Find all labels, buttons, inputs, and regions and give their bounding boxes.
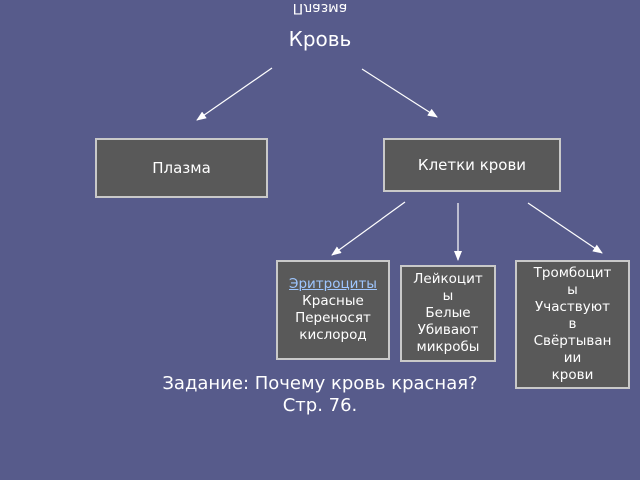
leukocytes-line: Белые	[425, 305, 471, 321]
erythrocytes-line: Красные	[302, 293, 364, 309]
task-line-1: Задание: Почему кровь красная?	[162, 373, 478, 394]
thrombocytes-line: Тромбоцит	[533, 265, 612, 281]
node-plasma-label: Плазма	[152, 159, 211, 177]
node-plasma: Плазма	[95, 138, 268, 198]
leukocytes-line: микробы	[416, 339, 480, 355]
thrombocytes-line: крови	[551, 367, 594, 383]
task-line-2: Стр. 76.	[282, 395, 358, 416]
thrombocytes-line: в	[568, 316, 577, 332]
thrombocytes-line: Свёртыван	[533, 333, 612, 349]
leukocytes-line: ы	[442, 288, 454, 304]
node-blood-cells-label: Клетки крови	[417, 156, 527, 174]
arrow-to-plasma	[196, 67, 273, 121]
arrow-to-erythrocytes	[331, 201, 406, 256]
thrombocytes-line: Участвуют	[535, 299, 610, 315]
node-blood-cells: Клетки крови	[383, 138, 561, 192]
thrombocytes-line: ы	[567, 282, 578, 298]
arrow-to-cells	[361, 68, 438, 118]
thrombocytes-line: ии	[563, 350, 582, 366]
erythrocytes-line: Переносят	[295, 310, 371, 326]
node-thrombocytes: Тромбоцит ы Участвуют в Свёртыван ии кро…	[515, 260, 630, 389]
erythrocytes-link[interactable]: Эритроциты	[289, 276, 377, 292]
arrow-to-thrombocytes	[527, 202, 603, 254]
node-erythrocytes: Эритроциты Красные Переносят кислород	[276, 260, 390, 360]
leukocytes-line: Убивают	[417, 322, 479, 338]
root-node-blood: Кровь	[288, 27, 352, 51]
node-leukocytes: Лейкоцит ы Белые Убивают микробы	[400, 265, 496, 362]
task-text: Задание: Почему кровь красная? Стр. 76.	[0, 373, 640, 417]
erythrocytes-line: кислород	[299, 327, 367, 343]
leukocytes-line: Лейкоцит	[413, 271, 483, 287]
